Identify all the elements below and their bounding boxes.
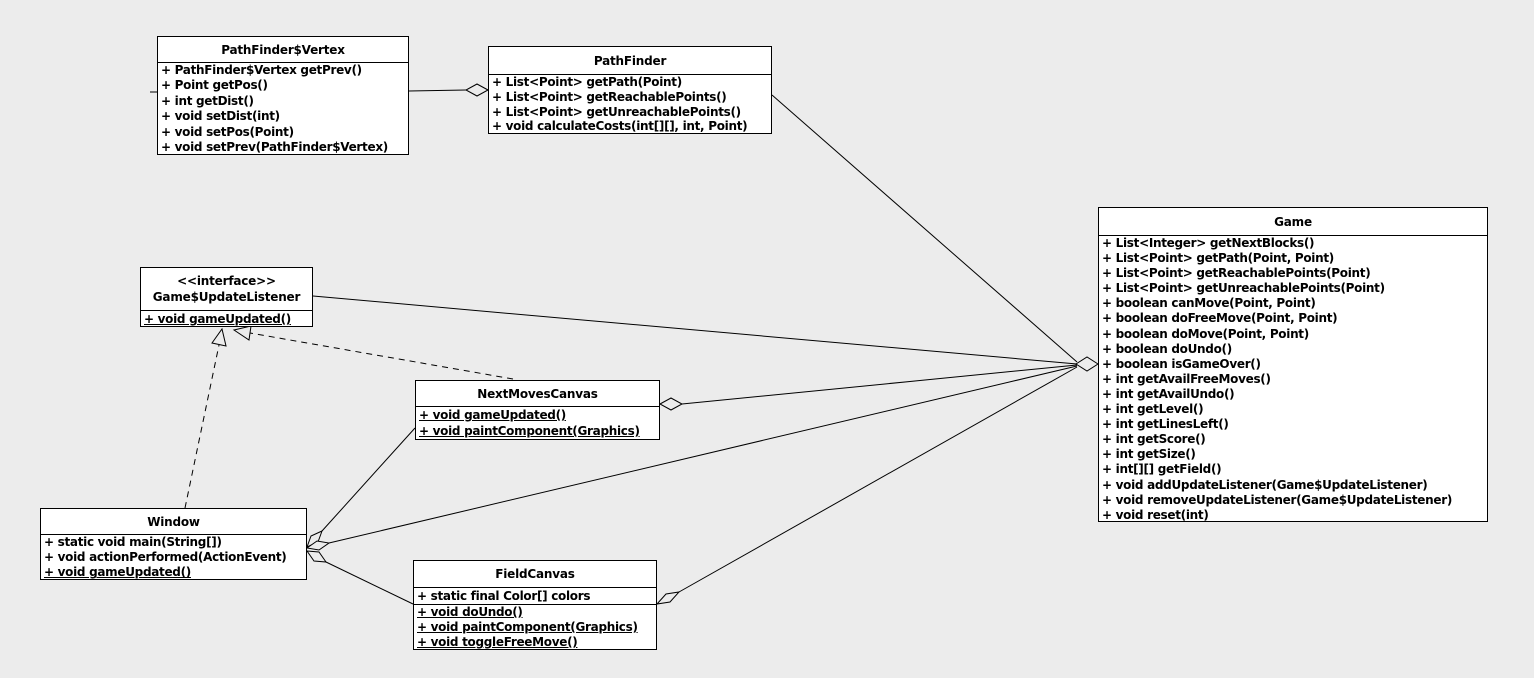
class-title: FieldCanvas bbox=[414, 561, 656, 588]
member-row: + void reset(int) bbox=[1102, 507, 1209, 522]
member-row: + boolean doMove(Point, Point) bbox=[1102, 326, 1309, 341]
compartment-methods: + List<Integer> getNextBlocks()+ List<Po… bbox=[1099, 236, 1487, 523]
class-box-window[interactable]: Window+ static void main(String[])+ void… bbox=[40, 508, 307, 580]
class-title-line: <<interface>> bbox=[177, 274, 276, 288]
class-box-game[interactable]: Game+ List<Integer> getNextBlocks()+ Lis… bbox=[1098, 207, 1488, 522]
class-box-nextmovescanvas[interactable]: NextMovesCanvas+ void gameUpdated()+ voi… bbox=[415, 380, 660, 440]
member-row: + void paintComponent(Graphics) bbox=[419, 424, 640, 438]
class-title: Game bbox=[1099, 208, 1487, 236]
class-title: Window bbox=[41, 509, 306, 535]
member-row: + boolean doUndo() bbox=[1102, 341, 1232, 356]
member-row: + void actionPerformed(ActionEvent) bbox=[44, 550, 287, 565]
class-box-game-updatelistener[interactable]: <<interface>> Game$UpdateListener + void g… bbox=[140, 267, 313, 327]
edge-window-listener-realization bbox=[184, 344, 220, 509]
aggregation-diamond-pathfinder bbox=[464, 83, 490, 97]
edge-nextmoves-game bbox=[681, 364, 1078, 405]
member-row: + int getDist() bbox=[161, 93, 254, 108]
aggregation-diamond-nextmoves bbox=[658, 397, 684, 411]
member-row: + void gameUpdated() bbox=[44, 565, 191, 580]
member-row: + void removeUpdateListener(Game$UpdateL… bbox=[1102, 492, 1453, 507]
edge-nextmoves-listener-realization bbox=[249, 332, 514, 380]
class-title-line: FieldCanvas bbox=[495, 567, 575, 581]
class-title: PathFinder bbox=[489, 47, 771, 75]
class-title-line: Game$UpdateListener bbox=[152, 290, 301, 304]
compartment-methods: + List<Point> getPath(Point)+ List<Point… bbox=[489, 75, 771, 134]
compartment-methods: + void gameUpdated() + void paintComponen… bbox=[416, 407, 659, 439]
compartment-fields: + static final Color[] colors bbox=[414, 588, 656, 604]
class-title: PathFinder$Vertex bbox=[158, 37, 408, 63]
compartment-methods: + static void main(String[])+ void actio… bbox=[41, 535, 306, 581]
class-box-pathfinder[interactable]: PathFinder+ List<Point> getPath(Point)+ … bbox=[488, 46, 772, 134]
compartment-methods: + PathFinder$Vertex getPrev()+ Point get… bbox=[158, 63, 408, 155]
member-row: + List<Point> getReachablePoints() bbox=[492, 89, 727, 104]
member-row: + List<Point> getUnreachablePoints() bbox=[492, 104, 741, 119]
edge-vertex-pathfinder bbox=[408, 89, 467, 92]
member-row: + int getAvailUndo() bbox=[1102, 386, 1235, 401]
realization-arrowhead-nextmoves bbox=[232, 325, 252, 341]
aggregation-diamond-game bbox=[1075, 356, 1099, 372]
member-row: + List<Point> getPath(Point) bbox=[492, 75, 682, 89]
class-title-line: Window bbox=[147, 514, 200, 529]
member-row: + int getAvailFreeMoves() bbox=[1102, 371, 1271, 386]
member-row: + boolean canMove(Point, Point) bbox=[1102, 296, 1316, 311]
edge-fieldcanvas-game bbox=[678, 366, 1078, 593]
member-row: + void setPrev(PathFinder$Vertex) bbox=[161, 140, 388, 155]
class-title-line: PathFinder bbox=[593, 53, 667, 68]
member-row: + void setDist(int) bbox=[161, 109, 280, 124]
edge-window-game bbox=[328, 365, 1078, 544]
member-row: + void addUpdateListener(Game$UpdateList… bbox=[1102, 477, 1428, 492]
edge-pathfinder-game bbox=[771, 94, 1078, 363]
edge-window-nextmoves bbox=[321, 427, 416, 532]
realization-arrowhead-window bbox=[211, 327, 227, 347]
member-row: + boolean isGameOver() bbox=[1102, 356, 1261, 371]
compartment-methods: + void doUndo()+ void paintComponent(Gra… bbox=[414, 604, 656, 650]
member-row: + int getLinesLeft() bbox=[1102, 417, 1229, 432]
member-row: + int[][] getField() bbox=[1102, 462, 1222, 477]
member-row: + void doUndo() bbox=[417, 605, 523, 619]
member-row: + void paintComponent(Graphics) bbox=[417, 620, 638, 634]
aggregation-diamond-window-fieldcanvas bbox=[305, 550, 328, 563]
member-row: + int getSize() bbox=[1102, 447, 1196, 462]
class-title: NextMovesCanvas bbox=[416, 381, 659, 407]
class-title-line: PathFinder$Vertex bbox=[221, 42, 345, 57]
compartment-methods: + void gameUpdated() bbox=[141, 311, 312, 327]
member-row: + void setPos(Point) bbox=[161, 124, 294, 139]
class-title: <<interface>> Game$UpdateListener bbox=[141, 268, 312, 311]
member-row: + Point getPos() bbox=[161, 78, 268, 93]
class-box-fieldcanvas[interactable]: FieldCanvas + static final Color[] colors… bbox=[413, 560, 657, 650]
member-row: + static void main(String[]) bbox=[44, 535, 222, 549]
member-row: + List<Integer> getNextBlocks() bbox=[1102, 236, 1315, 250]
member-row: + boolean doFreeMove(Point, Point) bbox=[1102, 311, 1338, 326]
member-row: + void gameUpdated() bbox=[419, 408, 566, 422]
member-row: + List<Point> getPath(Point, Point) bbox=[1102, 251, 1334, 266]
member-row: + List<Point> getUnreachablePoints(Point… bbox=[1102, 281, 1385, 296]
member-row: + int getLevel() bbox=[1102, 402, 1204, 417]
member-row: + static final Color[] colors bbox=[417, 589, 591, 603]
member-row: + List<Point> getReachablePoints(Point) bbox=[1102, 266, 1371, 281]
member-row: + void calculateCosts(int[][], int, Poin… bbox=[492, 119, 748, 134]
edge-listener-game bbox=[312, 295, 1078, 365]
class-title-line: NextMovesCanvas bbox=[477, 386, 598, 401]
member-row: + int getScore() bbox=[1102, 432, 1206, 447]
class-title-line: Game bbox=[1274, 214, 1312, 229]
aggregation-diamond-fieldcanvas bbox=[655, 591, 681, 605]
member-row: + PathFinder$Vertex getPrev() bbox=[161, 63, 362, 77]
class-box-pathfinder-vertex[interactable]: PathFinder$Vertex + PathFinder$Vertex get… bbox=[157, 36, 409, 155]
member-row: + void gameUpdated() bbox=[144, 312, 291, 326]
member-row: + void toggleFreeMove() bbox=[417, 635, 578, 649]
edge-window-fieldcanvas bbox=[325, 561, 414, 605]
